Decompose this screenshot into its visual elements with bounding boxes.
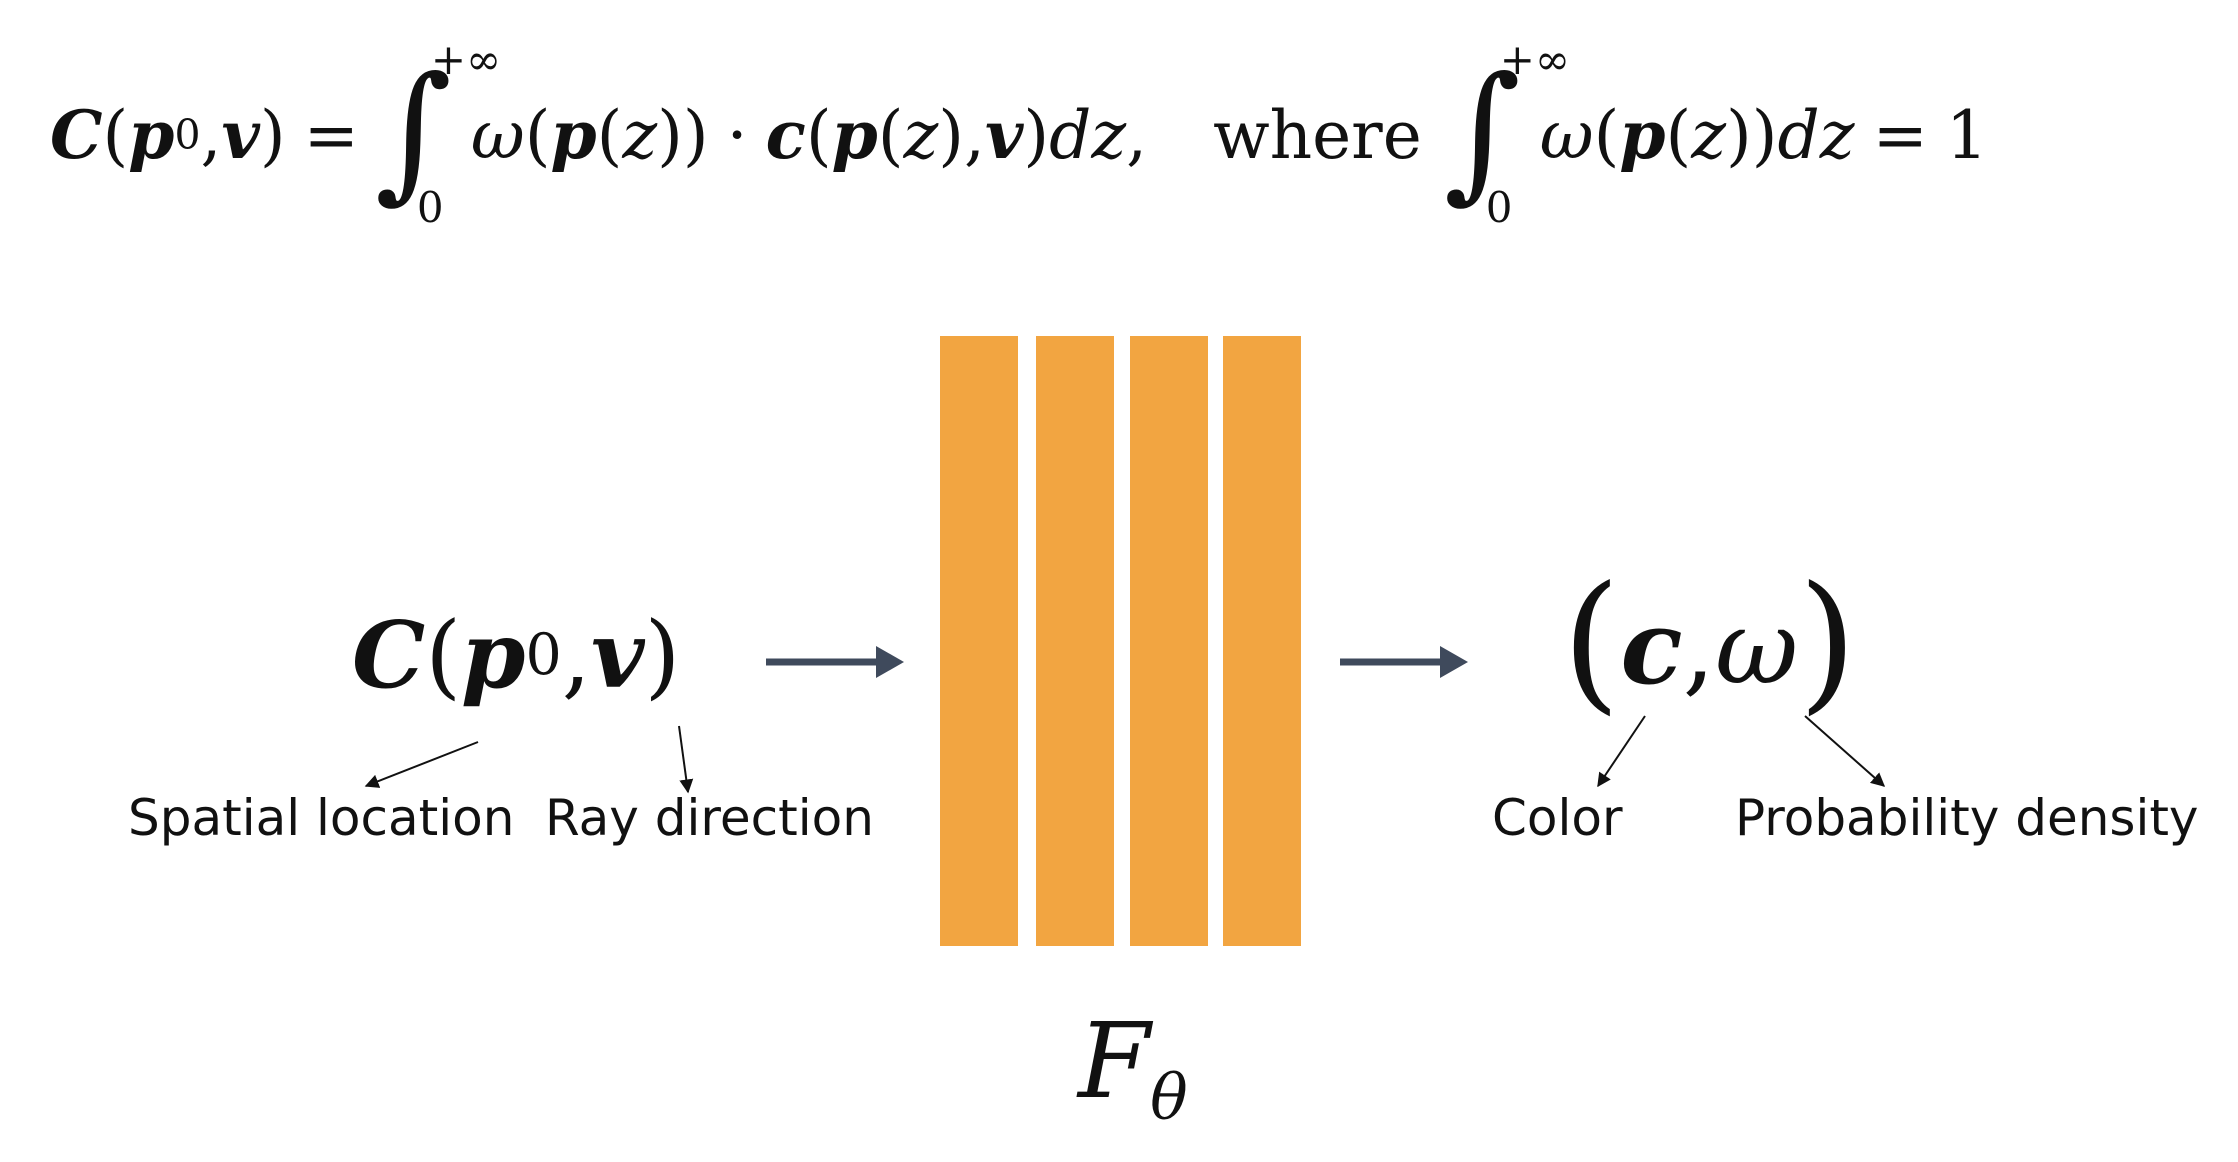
pointer-spatial-location [364, 741, 479, 788]
integral-1-lower: 0 [416, 183, 444, 232]
eq-origin-symbol: p [128, 96, 175, 174]
integral-1: ∫ +∞ 0 [374, 35, 502, 232]
label-spatial-location: Spatial location [128, 789, 515, 847]
input-direction-symbol: v [591, 601, 645, 709]
network-layer-3 [1130, 336, 1208, 946]
integral-2: ∫ +∞ 0 [1443, 35, 1570, 232]
integral-1-upper: +∞ [430, 35, 502, 84]
eq-one: 1 [1945, 96, 1988, 174]
eq-radiance-symbol: c [765, 96, 806, 174]
eq-equals: = [303, 96, 359, 174]
label-probability-density: Probability density [1735, 789, 2199, 847]
eq-direction-symbol: v [221, 96, 260, 174]
integral-2-upper: +∞ [1499, 35, 1570, 84]
network-layer-4 [1223, 336, 1301, 946]
pointer-ray-direction [678, 725, 694, 794]
flow-arrow-in [766, 646, 904, 678]
model-symbol: F [1078, 1000, 1151, 1122]
output-density-symbol: ω [1715, 588, 1799, 708]
network-layer-2 [1036, 336, 1114, 946]
integral-2-lower: 0 [1485, 183, 1513, 232]
eq-dz-2: dz [1777, 96, 1855, 174]
eq-weight-symbol: ω [470, 96, 525, 174]
eq-color-symbol: C [50, 96, 103, 174]
eq-weight-symbol-2: ω [1539, 96, 1594, 174]
pointer-color [1597, 715, 1646, 788]
pointer-probability-density [1804, 715, 1886, 787]
eq-where: where [1213, 96, 1422, 174]
label-color: Color [1492, 789, 1623, 847]
eq-dot: · [726, 96, 748, 174]
input-color-symbol: C [352, 601, 426, 709]
model-subscript: θ [1150, 1060, 1188, 1134]
network-layer-1 [940, 336, 1018, 946]
input-origin-subscript: 0 [525, 622, 562, 688]
label-ray-direction: Ray direction [545, 789, 874, 847]
eq-dz: dz [1049, 96, 1127, 174]
output-color-symbol: c [1620, 588, 1683, 708]
model-label: Fθ [1078, 1000, 1188, 1134]
output-expression: (c, ω) [1562, 555, 1857, 729]
eq-origin-subscript: 0 [174, 111, 201, 159]
input-origin-symbol: p [461, 601, 526, 709]
flow-arrow-out [1340, 646, 1468, 678]
